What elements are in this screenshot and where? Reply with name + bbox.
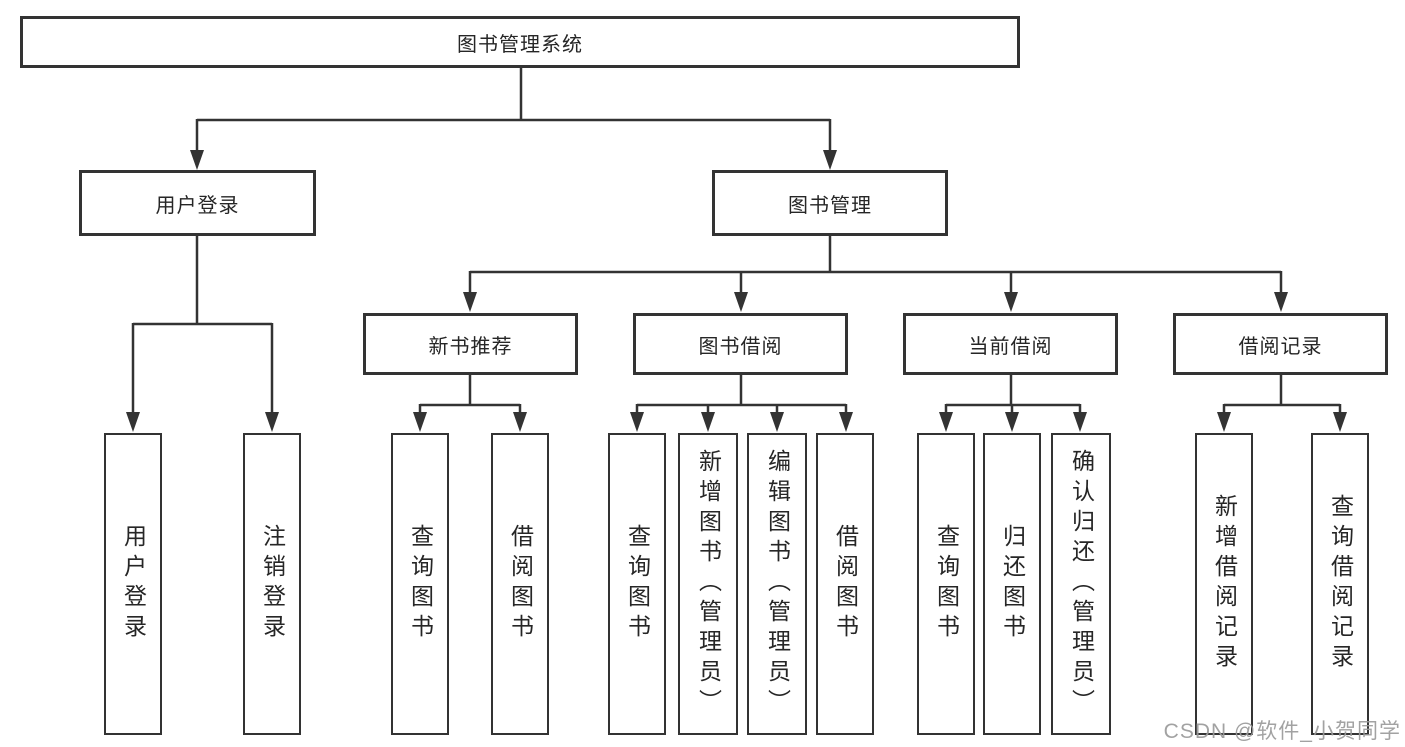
leaf-query-books-borrowing: 查询图书	[608, 433, 666, 735]
leaf-label: 查询图书	[624, 524, 651, 644]
leaf-user-login: 用户登录	[104, 433, 162, 735]
leaf-label: 编辑图书（管理员）	[764, 449, 791, 719]
leaf-return-books: 归还图书	[983, 433, 1041, 735]
leaf-add-books-admin: 新增图书（管理员）	[678, 433, 738, 735]
node-label: 借阅记录	[1238, 335, 1323, 358]
node-current-borrowing: 当前借阅	[903, 313, 1118, 375]
leaf-label: 归还图书	[999, 524, 1026, 644]
node-label: 新书推荐	[428, 335, 513, 358]
csdn-watermark: CSDN @软件_小贺同学	[1163, 720, 1401, 743]
leaf-label: 确认归还（管理员）	[1068, 449, 1095, 719]
leaf-query-borrow-record: 查询借阅记录	[1311, 433, 1369, 735]
node-book-borrowing: 图书借阅	[633, 313, 848, 375]
node-book-management: 图书管理	[712, 170, 948, 236]
leaf-borrow-books: 借阅图书	[816, 433, 874, 735]
leaf-label: 借阅图书	[507, 524, 534, 644]
leaf-edit-books-admin: 编辑图书（管理员）	[747, 433, 807, 735]
node-label: 用户登录	[155, 194, 240, 217]
leaf-label: 新增图书（管理员）	[695, 449, 722, 719]
node-library-management-system: 图书管理系统	[20, 16, 1020, 68]
leaf-confirm-return-admin: 确认归还（管理员）	[1051, 433, 1111, 735]
leaf-query-books-recommend: 查询图书	[391, 433, 449, 735]
leaf-label: 查询图书	[407, 524, 434, 644]
leaf-label: 新增借阅记录	[1211, 494, 1238, 674]
node-label: 图书借阅	[698, 335, 783, 358]
leaf-query-books-current: 查询图书	[917, 433, 975, 735]
leaf-label: 查询借阅记录	[1327, 494, 1354, 674]
leaf-label: 借阅图书	[832, 524, 859, 644]
leaf-logout-login: 注销登录	[243, 433, 301, 735]
node-label: 当前借阅	[968, 335, 1053, 358]
leaf-borrow-books-recommend: 借阅图书	[491, 433, 549, 735]
node-new-book-recommendation: 新书推荐	[363, 313, 578, 375]
node-label: 图书管理系统	[457, 33, 583, 56]
leaf-add-borrow-record: 新增借阅记录	[1195, 433, 1253, 735]
leaf-label: 查询图书	[933, 524, 960, 644]
node-label: 图书管理	[788, 194, 872, 217]
node-user-login: 用户登录	[79, 170, 316, 236]
leaf-label: 用户登录	[120, 524, 147, 644]
leaf-label: 注销登录	[259, 524, 286, 644]
node-borrow-records: 借阅记录	[1173, 313, 1388, 375]
